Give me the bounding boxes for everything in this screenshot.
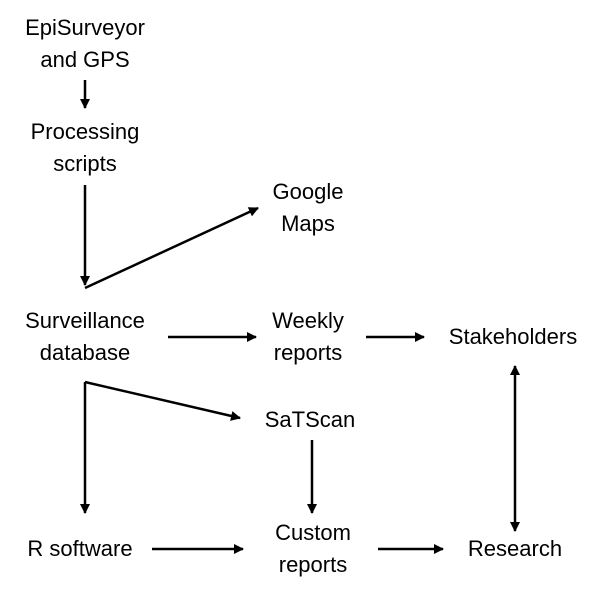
node-r-software-line-1: R software <box>27 536 133 561</box>
node-google-maps: Google Maps <box>248 176 368 240</box>
node-research-line-1: Research <box>467 536 563 561</box>
node-surveillance-database: Surveillance database <box>0 305 170 369</box>
node-processing-line-2: scripts <box>53 151 117 176</box>
node-google-maps-line-1: Google <box>272 179 344 204</box>
node-r-software: R software <box>10 533 150 565</box>
node-surveillance-line-1: Surveillance <box>25 308 145 333</box>
node-stakeholders-line-1: Stakeholders <box>448 324 578 349</box>
arrow-surveillance-to-satscan <box>84 380 241 421</box>
node-stakeholders: Stakeholders <box>428 321 598 353</box>
node-weekly-reports: Weekly reports <box>248 305 368 369</box>
node-satscan-line-1: SaTScan <box>264 407 356 432</box>
node-episurveyor-line-2: and GPS <box>40 47 130 72</box>
node-weekly-line-2: reports <box>273 340 343 365</box>
arrow-surveillance-to-google-maps <box>84 206 259 290</box>
node-custom-line-2: reports <box>278 552 348 577</box>
node-google-maps-line-2: Maps <box>281 211 335 236</box>
node-surveillance-line-2: database <box>39 340 131 365</box>
node-satscan: SaTScan <box>240 404 380 436</box>
node-research: Research <box>450 533 580 565</box>
node-weekly-line-1: Weekly <box>272 308 344 333</box>
node-processing-line-1: Processing <box>30 119 140 144</box>
node-custom-line-1: Custom <box>275 520 351 545</box>
node-episurveyor: EpiSurveyor and GPS <box>5 12 165 76</box>
node-custom-reports: Custom reports <box>248 517 378 581</box>
node-episurveyor-line-1: EpiSurveyor <box>25 15 145 40</box>
node-processing-scripts: Processing scripts <box>5 116 165 180</box>
